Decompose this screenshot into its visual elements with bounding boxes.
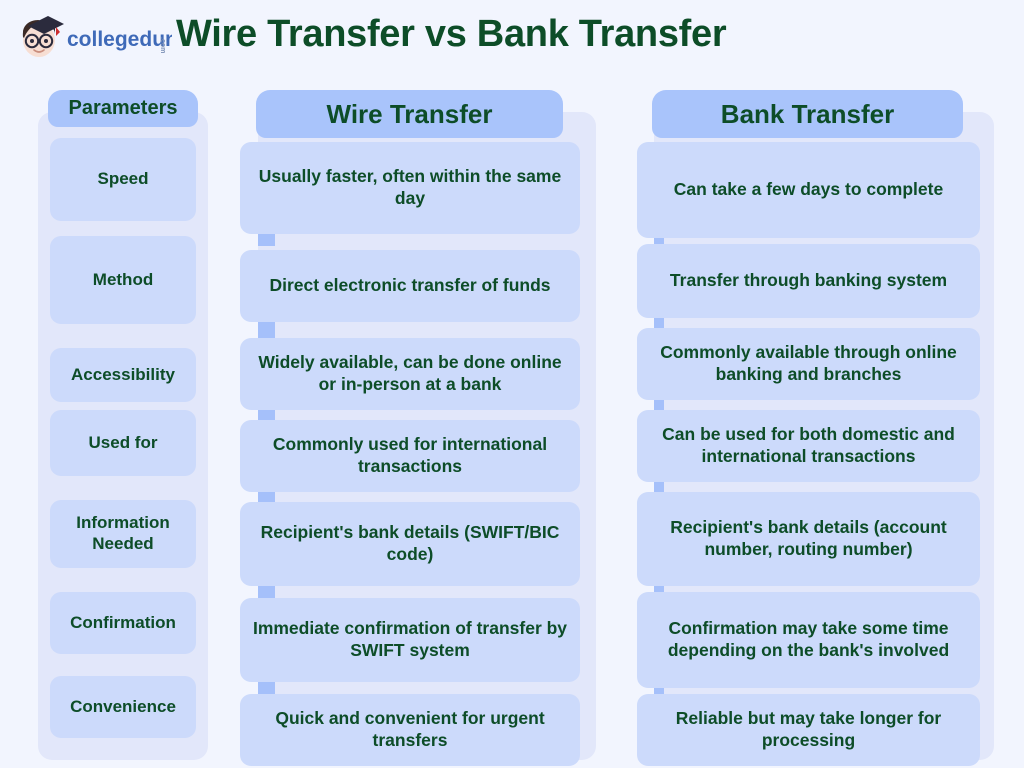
wire-transfer-item-accessibility[interactable]: Widely available, can be done online or … [240,338,580,410]
bank-connector-5 [654,580,664,602]
wire-transfer-header: Wire Transfer [256,90,563,138]
bank-transfer-item-method[interactable]: Transfer through banking system [637,244,980,318]
parameter-item-information-needed[interactable]: Information Needed [50,500,196,568]
bank-transfer-item-confirmation[interactable]: Confirmation may take some time dependin… [637,592,980,688]
bank-transfer-item-speed[interactable]: Can take a few days to complete [637,142,980,238]
page-title: Wire Transfer vs Bank Transfer [176,13,727,55]
bank-transfer-item-convenience[interactable]: Reliable but may take longer for process… [637,694,980,766]
bank-connector-3 [654,398,664,420]
bank-connector-4 [654,478,664,500]
page-header: collegedunia .com Wire Transfer vs Bank … [0,0,1024,80]
bank-transfer-item-accessibility[interactable]: Commonly available through online bankin… [637,328,980,400]
wire-transfer-item-method[interactable]: Direct electronic transfer of funds [240,250,580,322]
wire-transfer-item-information-needed[interactable]: Recipient's bank details (SWIFT/BIC code… [240,502,580,586]
parameter-item-accessibility[interactable]: Accessibility [50,348,196,402]
parameters-header: Parameters [48,90,198,127]
parameter-item-convenience[interactable]: Convenience [50,676,196,738]
parameter-item-method[interactable]: Method [50,236,196,324]
wire-transfer-item-convenience[interactable]: Quick and convenient for urgent transfer… [240,694,580,766]
bank-transfer-item-information-needed[interactable]: Recipient's bank details (account number… [637,492,980,586]
collegedunia-logo-icon: collegedunia .com [22,16,172,57]
wire-transfer-item-used-for[interactable]: Commonly used for international transact… [240,420,580,492]
svg-text:.com: .com [159,37,166,53]
bank-connector-6 [654,682,664,704]
wire-transfer-item-speed[interactable]: Usually faster, often within the same da… [240,142,580,234]
parameter-item-confirmation[interactable]: Confirmation [50,592,196,654]
bank-transfer-item-used-for[interactable]: Can be used for both domestic and intern… [637,410,980,482]
parameter-item-used-for[interactable]: Used for [50,410,196,476]
wire-transfer-item-confirmation[interactable]: Immediate confirmation of transfer by SW… [240,598,580,682]
svg-text:collegedunia: collegedunia [67,28,172,51]
bank-transfer-header: Bank Transfer [652,90,963,138]
parameter-item-speed[interactable]: Speed [50,138,196,221]
collegedunia-logo[interactable]: collegedunia .com [14,10,172,60]
